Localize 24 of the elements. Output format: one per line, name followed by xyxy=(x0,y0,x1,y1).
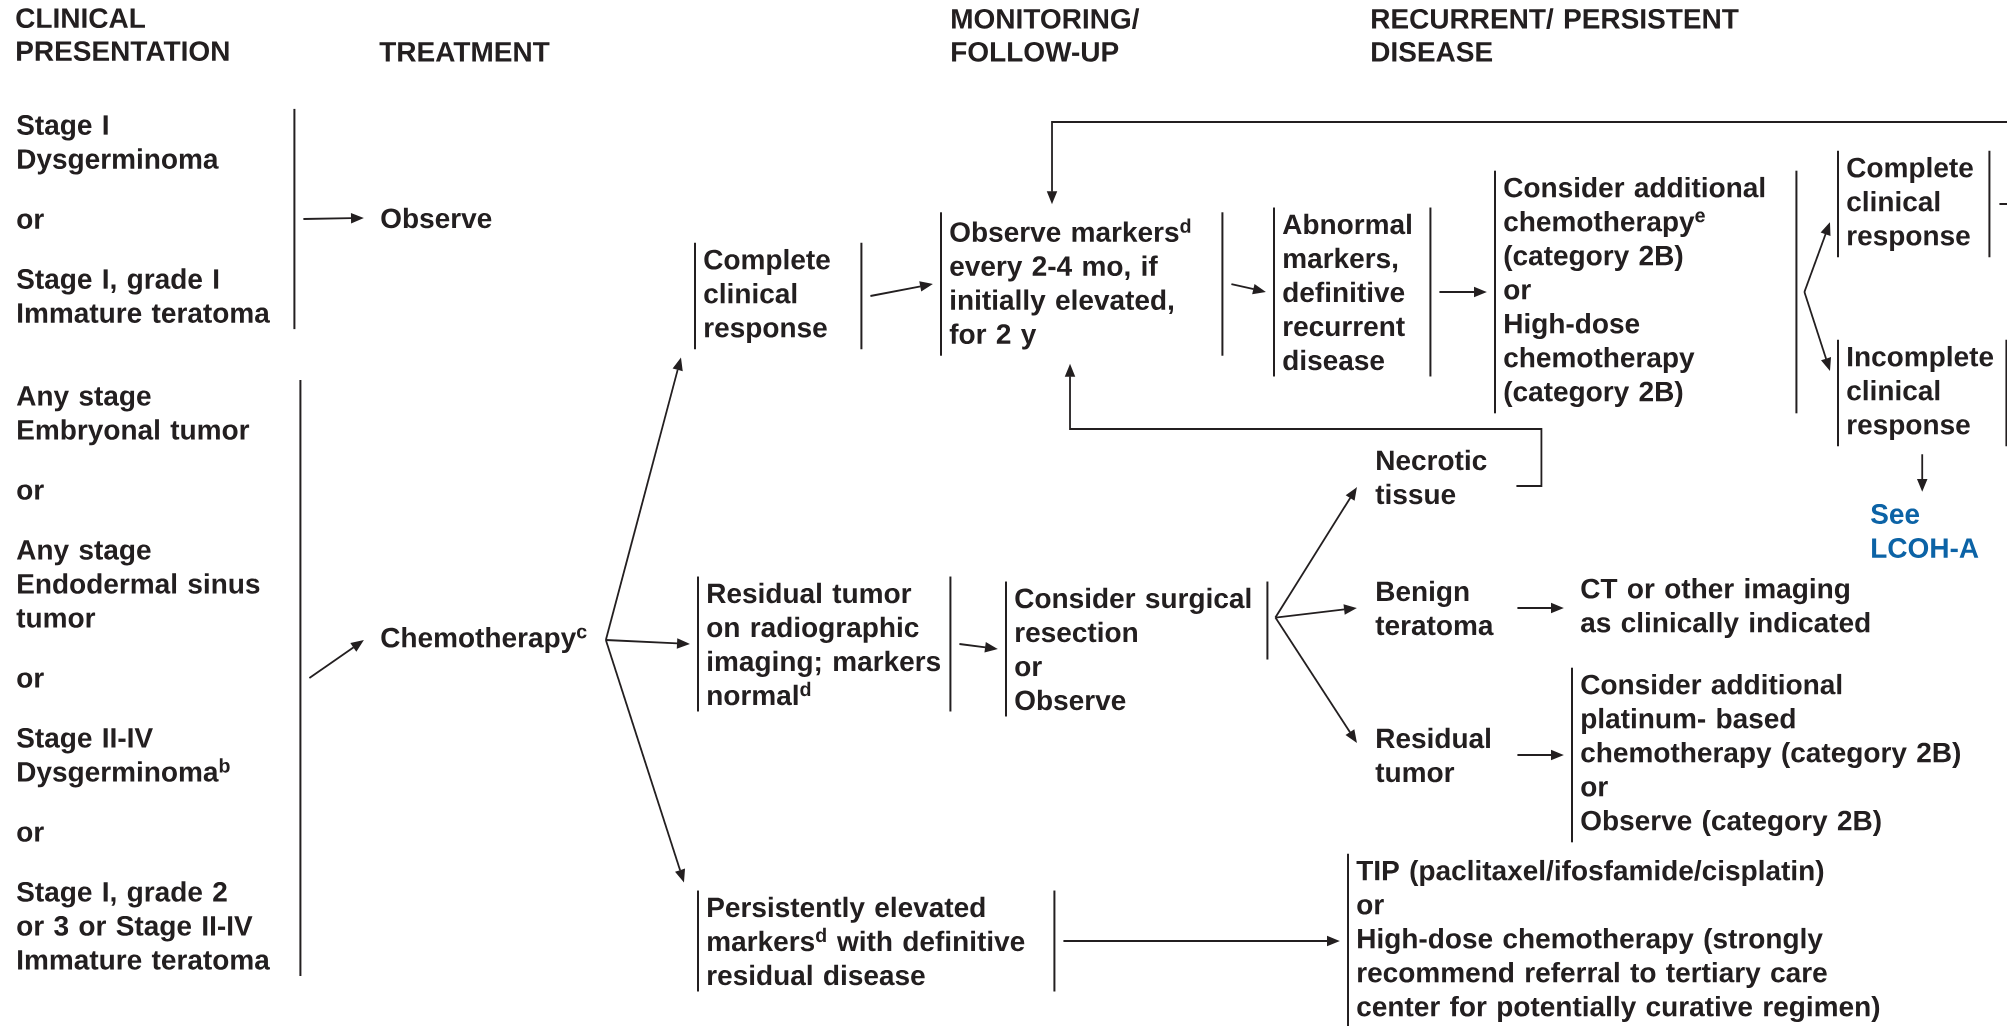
bracketed-step: TIP (paclitaxel/ifosfamide/cisplatin) or High-dose chemotherapy (strongly recommend referral to tertiary care center for potentially curative regimen) xyxy=(1347,852,1880,1026)
step-text: Chemotherapy$^{c}$ xyxy=(381,626,587,654)
bracketed-step: Persistently elevated markers$^{d}$ with definitive residual disease xyxy=(697,889,1056,993)
bracketed-step: Observe markers$^{d}$ every 2-4 mo, if initially elevated, for 2 y xyxy=(940,211,1224,357)
column-header: RECURRENT/ PERSISTENT DISEASE xyxy=(1372,8,1739,62)
step-text: Benign teratoma xyxy=(1375,580,1494,636)
bracketed-step: Complete clinical response xyxy=(1837,149,1991,259)
bracketed-step: Any stage Embryonal tumor or Any stage Endodermal sinus tumor or Stage II-IV Dysgerminoma$^{b}$ or Stage I, grade 2 or 3 or Stage II-IV Immature teratoma xyxy=(16,379,302,977)
link: See LCOH-A xyxy=(1871,504,1979,558)
column-header: TREATMENT xyxy=(379,42,550,62)
step-text: CT or other imaging as clinically indicated xyxy=(1581,577,1870,639)
bracketed-step: Complete clinical response xyxy=(694,241,863,351)
bracketed-step: Consider additional chemotherapy$^{e}$ (category 2B) or High-dose chemotherapy (category 2B) xyxy=(1494,169,1798,415)
bracketed-step: Residual tumor on radiographic imaging; markers normal$^{d}$ xyxy=(697,575,952,713)
step-text: Residual tumor xyxy=(1375,727,1490,783)
bracketed-step: Consider surgical resection or Observe xyxy=(1005,580,1269,718)
bracketed-step: Consider additional platinum- based chemotherapy (category 2B) or Observe (category 2B) xyxy=(1571,666,1960,844)
column-header: MONITORING/ FOLLOW-UP xyxy=(952,8,1140,62)
bracketed-step: Abnormal markers, definitive recurrent disease xyxy=(1273,206,1432,378)
bracketed-step: Incomplete clinical response xyxy=(1837,338,2007,448)
step-text: Necrotic tissue xyxy=(1375,449,1487,505)
column-header: CLINICAL PRESENTATION xyxy=(16,8,229,61)
step-text: Observe xyxy=(381,207,492,229)
bracketed-step: Stage I Dysgerminoma or Stage I, grade I Immature teratoma xyxy=(17,107,296,331)
